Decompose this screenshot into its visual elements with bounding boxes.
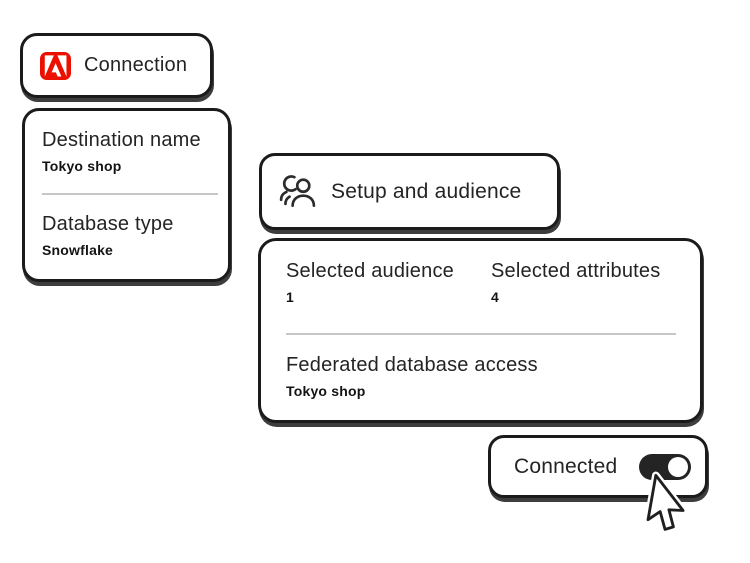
destination-name-label: Destination name — [42, 129, 201, 151]
selected-audience-value: 1 — [286, 289, 294, 305]
database-type-label: Database type — [42, 213, 174, 235]
connection-card-title: Connection — [84, 54, 188, 76]
divider — [286, 333, 676, 335]
federated-access-label: Federated database access — [286, 354, 538, 376]
connected-toggle[interactable] — [639, 453, 691, 480]
toggle-knob — [668, 456, 688, 477]
adobe-logo-icon — [40, 51, 71, 80]
federated-access-value: Tokyo shop — [286, 383, 366, 399]
selected-attributes-label: Selected attributes — [491, 260, 661, 282]
destination-name-value: Tokyo shop — [42, 158, 122, 174]
setup-audience-card: Setup and audience — [259, 153, 560, 230]
destination-name-field: Destination name Tokyo shop — [42, 129, 218, 174]
selected-attributes-value: 4 — [491, 289, 499, 305]
database-type-value: Snowflake — [42, 242, 114, 258]
stats-row: Selected audience 1 Selected attributes … — [286, 260, 676, 305]
selected-attributes-stat: Selected attributes 4 — [491, 260, 660, 305]
federated-access-field: Federated database access Tokyo shop — [286, 354, 676, 399]
audience-details-card: Selected audience 1 Selected attributes … — [258, 238, 703, 423]
destination-card: Destination name Tokyo shop Database typ… — [22, 108, 231, 282]
connection-card: Connection — [20, 33, 213, 98]
selected-audience-label: Selected audience — [286, 260, 454, 282]
divider — [42, 193, 218, 195]
audience-icon — [278, 173, 317, 210]
setup-audience-title: Setup and audience — [331, 179, 522, 203]
connected-card: Connected — [488, 435, 708, 498]
selected-audience-stat: Selected audience 1 — [286, 260, 491, 305]
connected-label: Connected — [514, 454, 618, 478]
database-type-field: Database type Snowflake — [42, 213, 218, 258]
